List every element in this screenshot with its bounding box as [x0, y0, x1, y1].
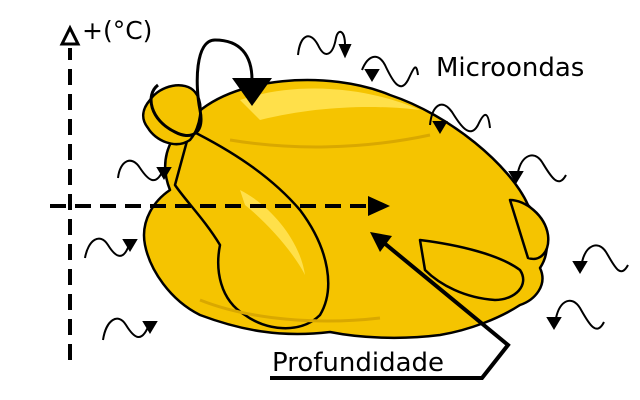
wave-icon-6	[546, 299, 605, 330]
microwave-waves	[84, 30, 629, 341]
wave-icon-8	[84, 237, 138, 259]
wave-icon-4	[508, 154, 567, 184]
chicken-wing	[418, 238, 525, 302]
wave-icon-3	[429, 103, 491, 134]
wave-icon-9	[102, 317, 158, 341]
wave-icon-5	[572, 244, 629, 274]
depth-label: Profundidade	[272, 348, 445, 378]
depth-leader-line	[270, 236, 511, 380]
wave-icon-1	[297, 30, 352, 59]
temperature-axis-arrowhead	[59, 24, 81, 46]
chicken-bone	[142, 84, 202, 146]
wave-icon-7	[117, 159, 172, 181]
rotation-loop-icon	[149, 38, 254, 137]
depth-axis-arrowhead	[368, 196, 390, 216]
chicken-tail	[508, 198, 550, 261]
microwaves-label: Microondas	[436, 53, 585, 83]
wave-icon-2	[361, 55, 419, 88]
roast-chicken	[142, 78, 550, 340]
chicken-highlights	[240, 88, 420, 275]
chicken-shadows	[199, 133, 431, 323]
rotation-arrowhead-icon	[232, 78, 272, 106]
depth-leader-arrowhead	[370, 232, 392, 252]
temperature-axis-label: +(°C)	[82, 16, 153, 45]
chicken-leg	[173, 128, 330, 330]
